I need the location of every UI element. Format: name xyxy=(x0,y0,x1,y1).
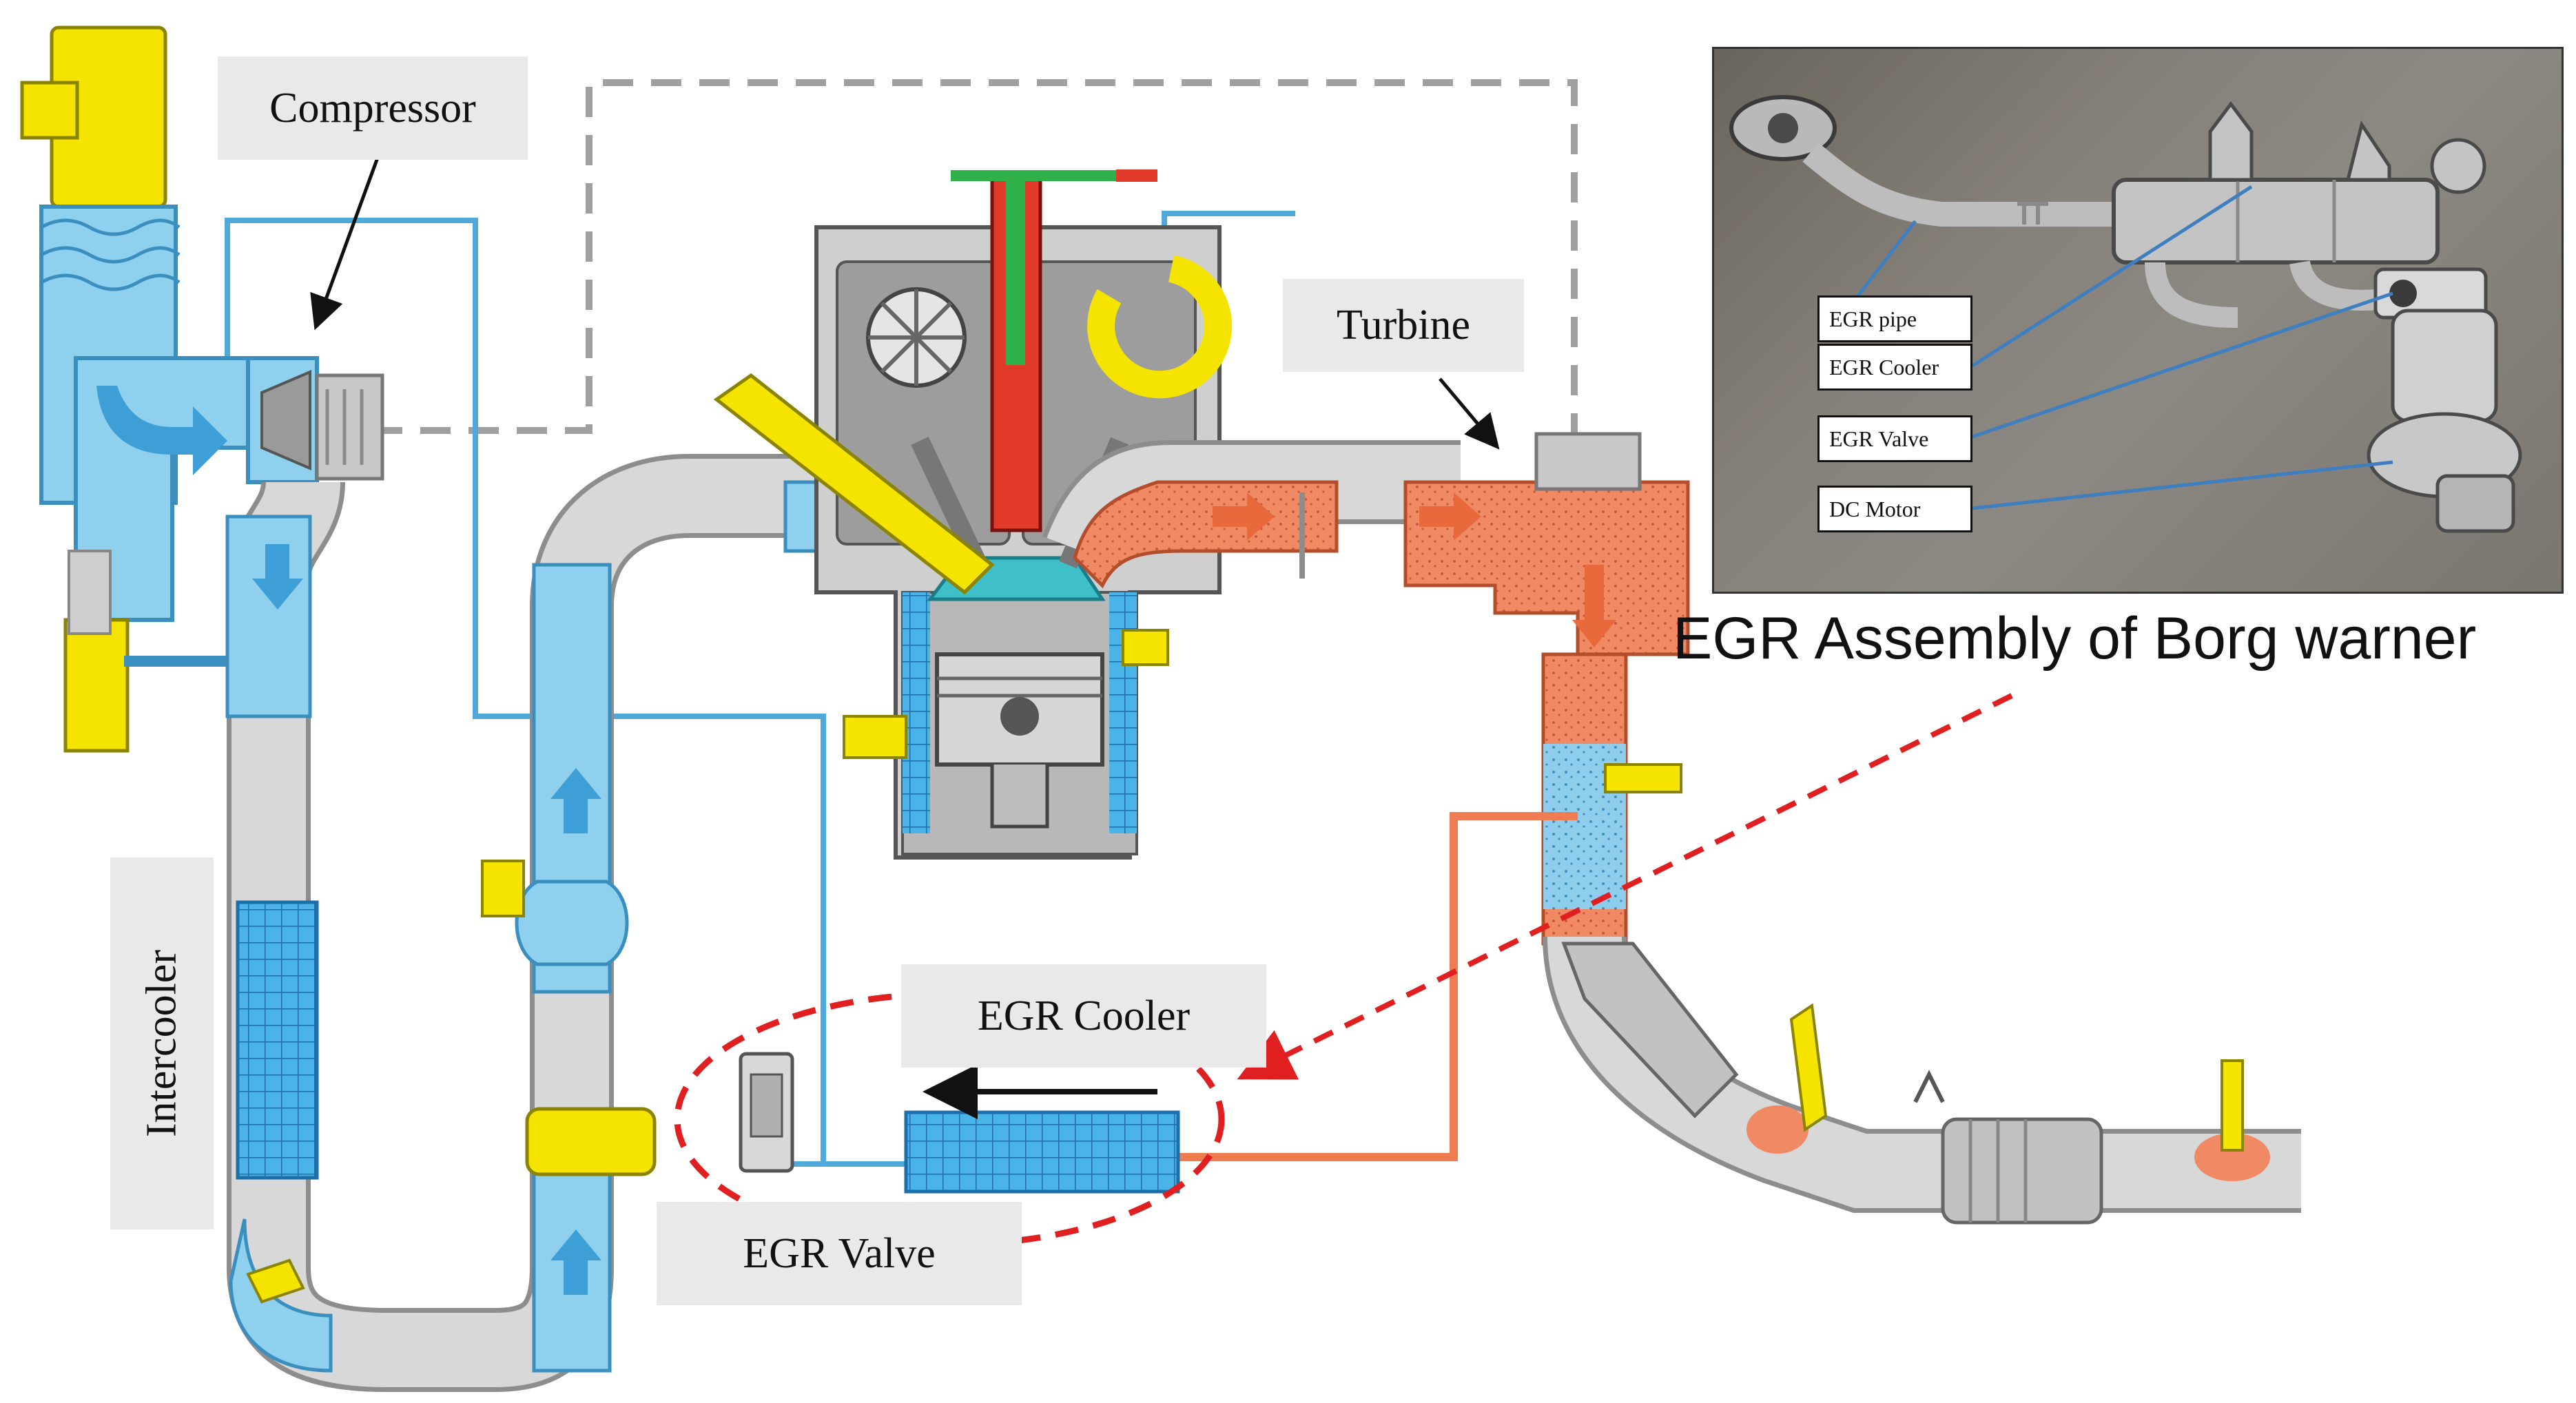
photo-label-egr-pipe: EGR pipe xyxy=(1817,295,1972,342)
photo-label-dc-motor: DC Motor xyxy=(1817,486,1972,532)
injector-icon xyxy=(713,373,995,595)
sensor-icon xyxy=(843,715,907,759)
egr-cooler-core xyxy=(904,1110,1180,1194)
sensor-icon xyxy=(481,860,525,917)
arrow-icon xyxy=(1419,492,1481,541)
sensor-icon xyxy=(1789,1003,1828,1132)
engine-cylinder xyxy=(713,169,1233,860)
egr-callout-arrow xyxy=(1237,693,2013,1080)
sensor-icon xyxy=(63,618,130,753)
compressor xyxy=(246,356,384,484)
compressor-label: Compressor xyxy=(218,56,528,160)
arrow-icon xyxy=(1213,492,1275,541)
photo-label-egr-cooler: EGR Cooler xyxy=(1817,344,1972,391)
turbine-label: Turbine xyxy=(1283,279,1524,372)
arrow-icon xyxy=(96,386,227,475)
arrow-icon xyxy=(550,1229,601,1295)
intercooler-label: Intercooler xyxy=(138,950,185,1137)
intake-pipe xyxy=(225,454,877,1392)
intercooler-core xyxy=(236,900,319,1180)
sensor-icon xyxy=(1604,763,1682,793)
egr-assembly-photo: EGR pipe EGR Cooler EGR Valve DC Motor xyxy=(1712,47,2564,594)
sensor-icon xyxy=(2220,1059,2244,1152)
exhaust-path xyxy=(1042,432,1690,946)
turbine-pointer xyxy=(1439,377,1500,450)
egr-assembly-illustration xyxy=(1729,95,2522,533)
egr-circuit xyxy=(674,693,2013,1248)
intercooler-label-box: Intercooler xyxy=(110,858,214,1229)
egr-cooler-label: EGR Cooler xyxy=(901,964,1266,1068)
photo-caption: EGR Assembly of Borg warner xyxy=(1673,605,2477,672)
arrow-icon xyxy=(550,768,601,833)
air-intake xyxy=(20,25,264,753)
compressor-pointer xyxy=(310,144,384,331)
sensor-icon xyxy=(246,1258,305,1304)
egr-valve-label: EGR Valve xyxy=(657,1202,1022,1305)
arrow-icon xyxy=(252,544,303,610)
catalytic-converter-icon xyxy=(1543,935,2301,1225)
arrow-icon xyxy=(1572,565,1616,647)
throttle-body xyxy=(525,1107,657,1176)
control-signal-line xyxy=(372,79,1578,434)
sensor-icon xyxy=(1122,629,1169,666)
photo-label-egr-valve: EGR Valve xyxy=(1817,415,1972,462)
